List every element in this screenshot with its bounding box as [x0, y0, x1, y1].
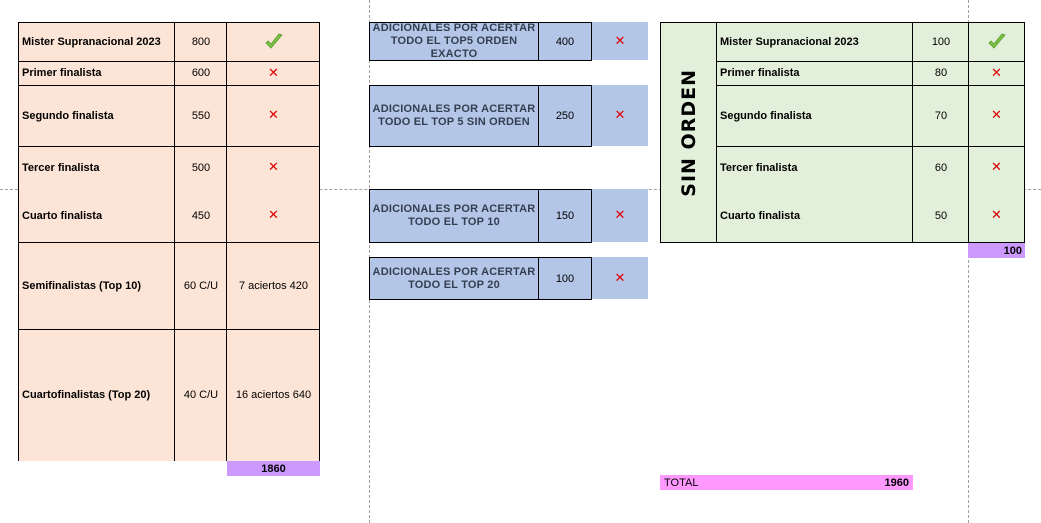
left-row-label: Tercer finalista	[22, 161, 100, 174]
right-row-label: Cuarto finalista	[720, 209, 801, 222]
right-row-points: 100	[931, 35, 951, 48]
right-row-points: 70	[934, 109, 948, 122]
page-break-vertical-2	[968, 0, 969, 523]
left-row-points: 450	[191, 209, 211, 222]
left-row-label: Cuarto finalista	[22, 209, 103, 222]
grand-total-label: TOTAL	[664, 476, 699, 489]
x-icon: ✕	[268, 208, 279, 223]
x-icon: ✕	[268, 160, 279, 175]
right-row-points: 60	[934, 161, 948, 174]
left-total: 1860	[227, 461, 320, 476]
left-row-points: 800	[191, 35, 211, 48]
x-icon: ✕	[991, 65, 1002, 81]
bonus-label: ADICIONALES POR ACERTAR TODO EL TOP 10	[369, 189, 539, 243]
x-icon: ✕	[592, 22, 648, 60]
right-row-label: Mister Supranacional 2023	[720, 35, 859, 48]
bonus-points: 250	[538, 85, 592, 147]
bonus-points: 400	[538, 22, 592, 61]
left-row-points: 600	[191, 67, 211, 79]
right-row-label: Segundo finalista	[720, 109, 812, 122]
left-row-label: Mister Supranacional 2023	[22, 35, 161, 48]
x-icon: ✕	[991, 160, 1002, 175]
x-icon: ✕	[991, 108, 1002, 123]
right-row-points: 80	[934, 67, 948, 79]
x-icon: ✕	[592, 189, 648, 242]
left-row-label: Semifinalistas (Top 10)	[22, 279, 141, 292]
left-row-label: Segundo finalista	[22, 109, 114, 122]
bonus-label: ADICIONALES POR ACERTAR TODO EL TOP 5 SI…	[369, 85, 539, 147]
x-icon: ✕	[592, 85, 648, 146]
left-row-points: 500	[191, 161, 211, 174]
left-row-label: Primer finalista	[22, 67, 102, 79]
left-row-points: 40 C/U	[183, 389, 219, 401]
x-icon: ✕	[268, 108, 279, 123]
right-row-label: Primer finalista	[720, 67, 800, 79]
left-row-label: Cuartofinalistas (Top 20)	[22, 389, 151, 401]
x-icon: ✕	[991, 208, 1002, 223]
check-icon	[228, 22, 319, 61]
x-icon: ✕	[592, 257, 648, 299]
grand-total-bar: TOTAL 1960	[660, 475, 913, 490]
left-row-points: 60 C/U	[183, 279, 219, 292]
bonus-label: ADICIONALES POR ACERTAR TODO EL TOP5 ORD…	[369, 22, 539, 61]
left-row-result-text: 16 aciertos 640	[235, 389, 312, 401]
bonus-label: ADICIONALES POR ACERTAR TODO EL TOP 20	[369, 257, 539, 300]
right-row-label: Tercer finalista	[720, 161, 798, 174]
grand-total-value: 1960	[884, 476, 909, 489]
right-total: 100	[968, 243, 1025, 258]
bonus-points: 150	[538, 189, 592, 243]
right-row-points: 50	[934, 209, 948, 222]
x-icon: ✕	[268, 65, 279, 81]
left-row-points: 550	[191, 109, 211, 122]
left-row-result-text: 7 aciertos 420	[238, 279, 309, 292]
bonus-points: 100	[538, 257, 592, 300]
sin-orden-label: SIN ORDEN	[677, 68, 700, 197]
check-icon	[969, 22, 1024, 61]
